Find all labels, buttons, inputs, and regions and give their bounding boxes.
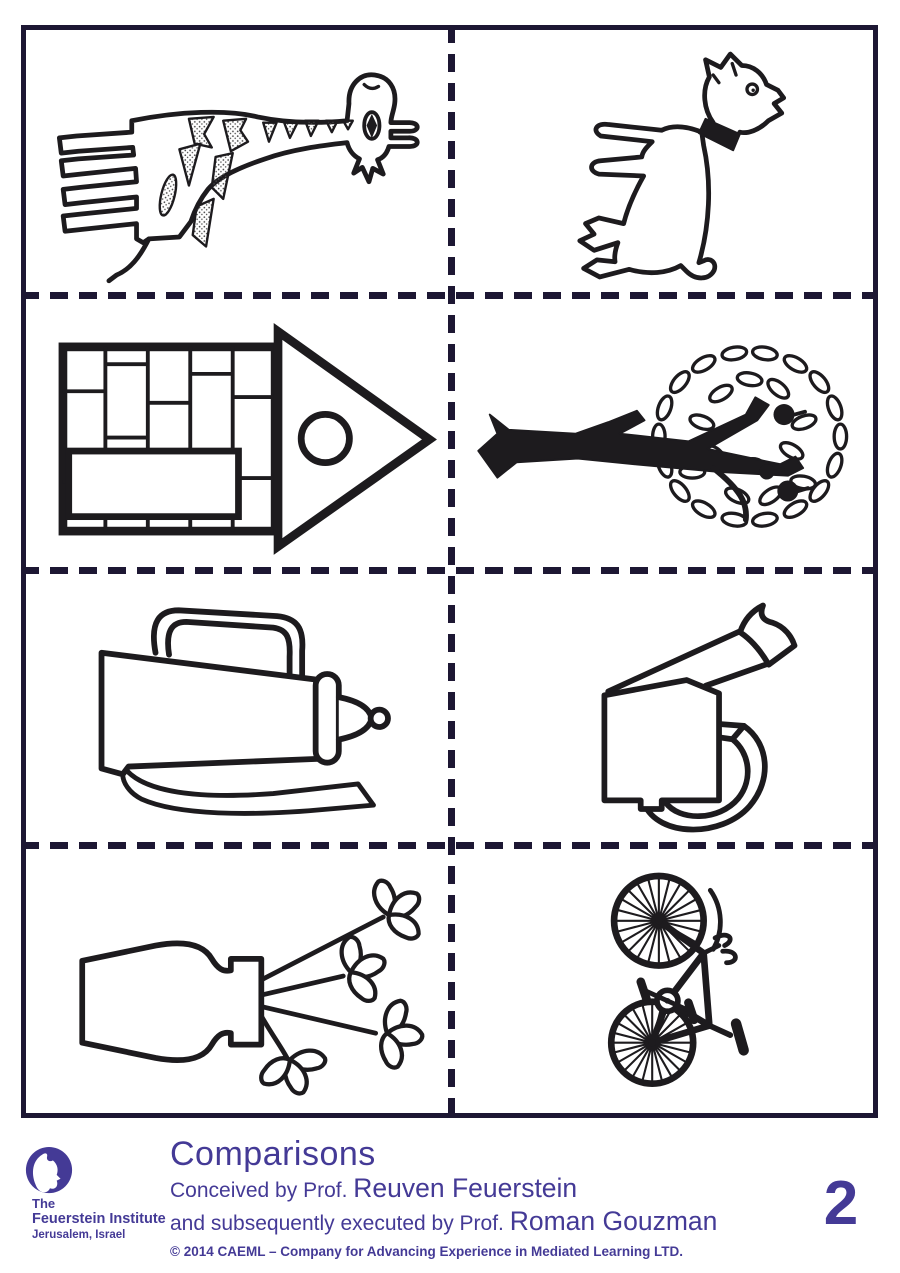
birdhouse-drawing xyxy=(59,323,438,556)
logo-line2: Feuerstein Institute xyxy=(32,1211,166,1227)
cell-apple-tree xyxy=(455,301,873,565)
dog-drawing xyxy=(577,51,787,281)
cell-dog xyxy=(455,30,873,290)
vase-of-flowers-drawing xyxy=(79,856,439,1106)
cell-vase-of-flowers xyxy=(26,851,448,1111)
copyright-line: © 2014 CAEML – Company for Advancing Exp… xyxy=(170,1244,684,1259)
credits-block: Comparisons Conceived by Prof. Reuven Fe… xyxy=(170,1134,717,1263)
dashed-divider-column xyxy=(448,25,455,1118)
page-number: 2 xyxy=(823,1169,859,1238)
cell-kettle xyxy=(26,576,448,840)
institute-logo: The Feuerstein Institute Jerusalem, Isra… xyxy=(18,1146,168,1243)
logo-line3: Jerusalem, Israel xyxy=(32,1229,126,1241)
kettle-drawing xyxy=(99,607,392,817)
apple-tree-drawing xyxy=(477,345,849,529)
cell-giraffe xyxy=(26,30,448,290)
cell-watering-can xyxy=(455,576,873,840)
page-title: Comparisons xyxy=(170,1135,376,1173)
cell-bicycle xyxy=(455,851,873,1111)
institute-logo-icon xyxy=(25,1146,73,1194)
watering-can-drawing xyxy=(601,602,798,833)
credit-line-1: Conceived by Prof. Reuven Feuerstein xyxy=(170,1173,578,1203)
giraffe-drawing xyxy=(57,72,420,284)
cell-birdhouse xyxy=(26,301,448,565)
logo-line1: The xyxy=(32,1196,56,1211)
credit-line-2: and subsequently executed by Prof. Roman… xyxy=(170,1206,718,1236)
bicycle-drawing xyxy=(608,872,750,1088)
